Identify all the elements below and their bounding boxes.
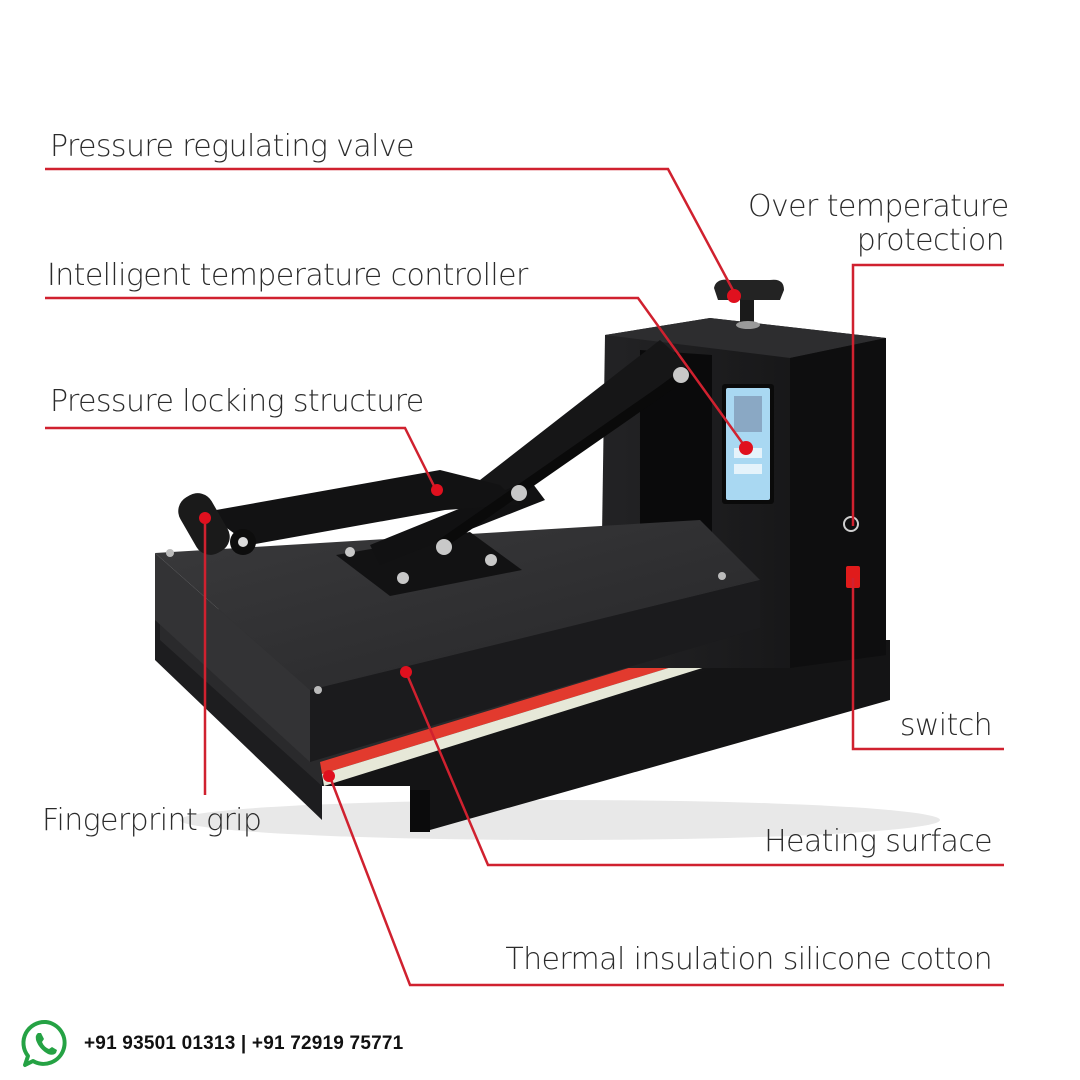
label-fingerprint-grip: Fingerprint grip (42, 803, 262, 838)
leader-pressure-regulating-valve (45, 167, 737, 295)
power-switch (846, 566, 860, 588)
label-heating-surface: Heating surface (764, 824, 993, 859)
label-switch: switch (899, 708, 993, 743)
leader-intelligent-temperature-controller (45, 296, 748, 449)
upper-heat-platen (155, 520, 760, 762)
leader-pressure-locking-structure (45, 426, 438, 491)
label-over-temperature-line2: protection (856, 223, 1005, 258)
contact-footer: +91 93501 01313 | +91 72919 75771 (20, 1016, 403, 1072)
label-pressure-locking-structure: Pressure locking structure (50, 384, 424, 419)
label-thermal-insulation: Thermal insulation silicone cotton (505, 942, 992, 977)
heat-press-illustration (45, 167, 1004, 987)
contact-phone-numbers[interactable]: +91 93501 01313 | +91 72919 75771 (84, 1033, 404, 1054)
floor-shadow (180, 800, 940, 840)
dot-valve (727, 289, 741, 303)
label-over-temperature-line1: Over temperature (748, 189, 1009, 224)
label-over-temperature-protection: Over temperature protection (748, 189, 1009, 258)
leader-heating-surface (404, 671, 1004, 867)
whatsapp-icon[interactable] (20, 1018, 72, 1070)
callout-dots (199, 289, 753, 782)
dot-locking (431, 484, 443, 496)
dot-heating (400, 666, 412, 678)
leader-lines (45, 167, 1004, 987)
label-intelligent-temperature-controller: Intelligent temperature controller (47, 258, 528, 293)
reset-knob (843, 516, 859, 532)
dot-insulation (323, 770, 335, 782)
label-pressure-regulating-valve: Pressure regulating valve (50, 129, 414, 164)
dot-controller (739, 441, 753, 455)
leader-switch (851, 578, 1004, 751)
leader-thermal-insulation (328, 776, 1004, 987)
dot-grip (199, 512, 211, 524)
leader-over-temperature-protection (851, 263, 1004, 526)
